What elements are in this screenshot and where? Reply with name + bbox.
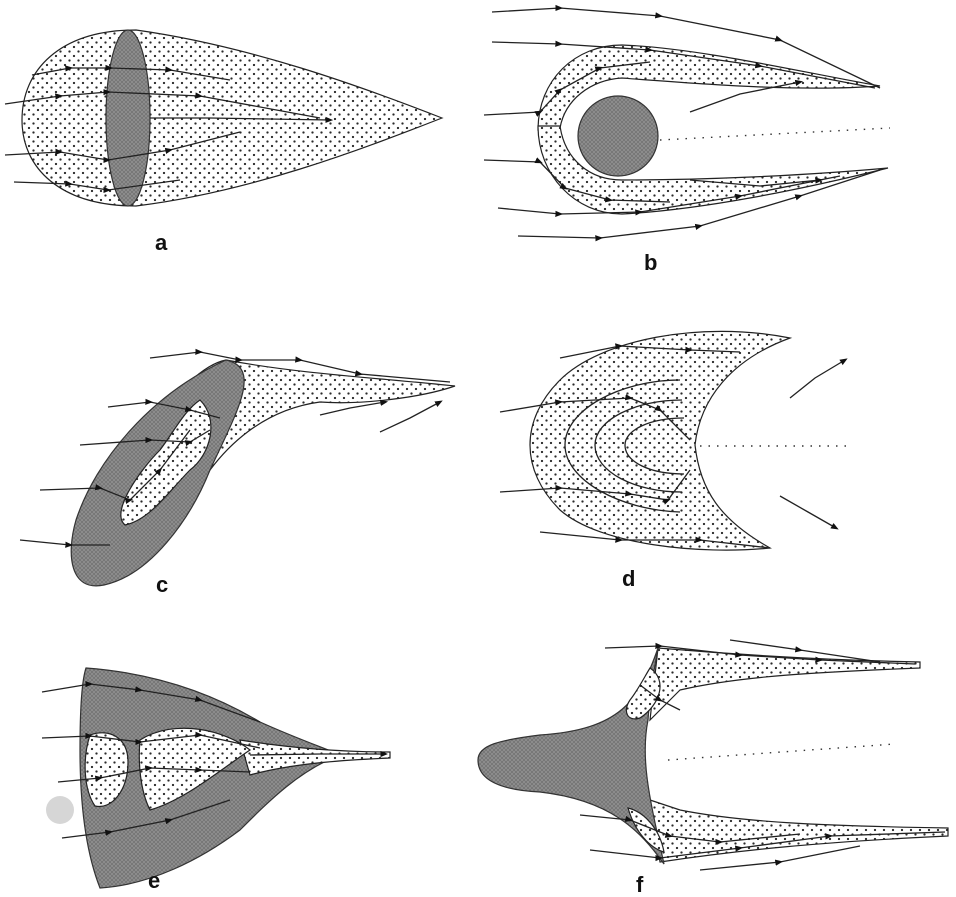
panel-e: e — [42, 668, 390, 893]
panel-a-solid-disk — [106, 30, 150, 206]
panel-f: f — [478, 640, 948, 897]
panel-f-label: f — [636, 872, 644, 897]
panel-f-upper-wake — [650, 648, 920, 720]
panel-d-outer-arrow-top — [790, 360, 845, 398]
panel-c-wake-arrow-2 — [380, 402, 440, 432]
panel-c: c — [20, 352, 455, 597]
panel-d-outer-arrow-bottom — [780, 496, 836, 528]
panel-e-label: e — [148, 868, 160, 893]
panel-d: d — [500, 331, 850, 591]
panel-c-wake-arrow-1 — [320, 402, 385, 415]
panel-e-smudge — [46, 796, 74, 824]
panel-b-solid-cylinder — [578, 96, 658, 176]
panel-b-symmetry-axis — [660, 128, 890, 140]
panel-a-label: a — [155, 230, 168, 255]
panel-f-solid-body — [478, 648, 664, 864]
panel-f-lower-wake — [650, 800, 948, 862]
panel-a: a — [5, 30, 442, 255]
panel-d-label: d — [622, 566, 635, 591]
panel-f-symmetry-axis — [668, 744, 895, 760]
panel-b-label: b — [644, 250, 657, 275]
panel-d-crescent-region — [530, 331, 790, 550]
panel-b: b — [484, 8, 890, 275]
panel-c-label: c — [156, 572, 168, 597]
